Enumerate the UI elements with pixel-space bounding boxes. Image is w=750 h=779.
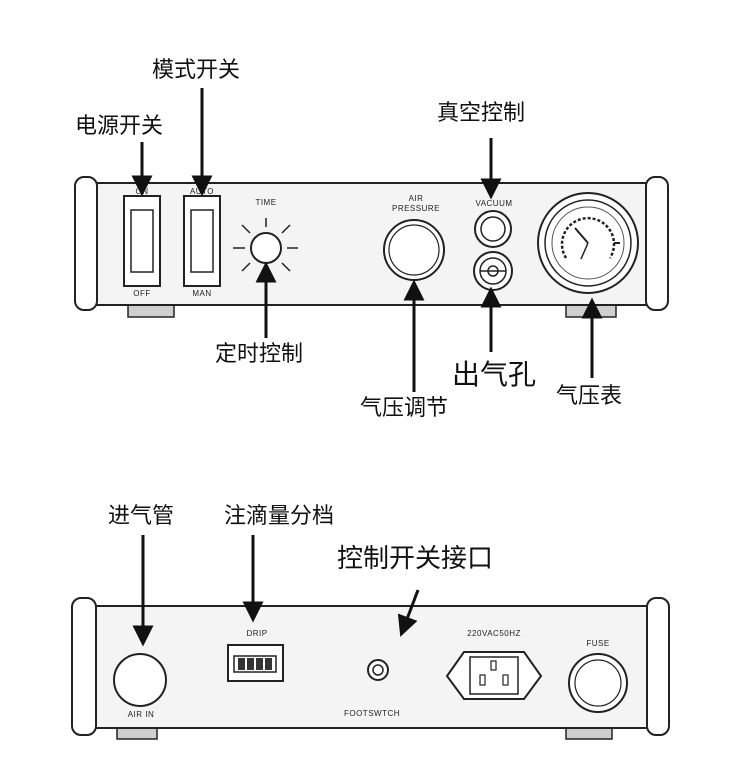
front-arrows (131, 88, 603, 392)
power-switch-annotation: 电源开关 (75, 114, 164, 139)
air-outlet-annotation: 出气孔 (452, 358, 537, 391)
footswitch-label: FOOTSWTCH (344, 709, 400, 718)
pressure-gauge-annotation: 气压表 (556, 384, 623, 409)
vacuum-knob[interactable] (474, 210, 512, 248)
drip-label: DRIP (246, 629, 267, 638)
air-pressure-annotation: 气压调节 (360, 396, 449, 421)
air-outlet-port[interactable] (473, 251, 513, 291)
control-port-annotation: 控制开关接口 (337, 544, 494, 574)
rear-arrows (132, 535, 420, 647)
mode-switch[interactable] (183, 195, 221, 287)
power-socket[interactable] (445, 651, 543, 700)
footswitch-jack[interactable] (367, 659, 389, 681)
air-label: AIR (409, 194, 424, 203)
timer-control-annotation: 定时控制 (215, 342, 304, 367)
drip-dip-switch[interactable] (227, 644, 284, 682)
air-in-label: AIR IN (128, 710, 155, 719)
mode-man-label: MAN (192, 289, 211, 298)
drip-setting-annotation: 注滴量分档 (224, 504, 335, 529)
vacuum-label: VACUUM (475, 199, 512, 208)
timer-rays-icon (233, 218, 298, 272)
power-off-label: OFF (133, 289, 151, 298)
front-panel: ON OFF AUTO MAN TIME AIR PRESSURE (74, 176, 669, 318)
mode-auto-label: AUTO (190, 187, 214, 196)
front-right-endcap (645, 176, 669, 311)
power-switch[interactable] (123, 195, 161, 287)
fuse-holder[interactable] (568, 653, 628, 713)
power-on-label: ON (136, 187, 149, 196)
voltage-label: 220VAC50HZ (467, 629, 521, 638)
air-in-port[interactable] (113, 653, 167, 707)
timer-knob[interactable] (250, 232, 282, 264)
pressure-gauge (537, 192, 639, 294)
air-inlet-annotation: 进气管 (108, 504, 175, 529)
rear-left-endcap (71, 597, 97, 736)
front-left-endcap (74, 176, 98, 311)
vacuum-control-annotation: 真空控制 (437, 101, 526, 126)
rear-panel: AIR IN DRIP FOOTSWTCH 220VAC50HZ FUSE (71, 597, 670, 740)
time-label: TIME (255, 198, 276, 207)
rear-right-endcap (646, 597, 670, 736)
fuse-label: FUSE (586, 639, 609, 648)
pressure-label: PRESSURE (392, 204, 440, 213)
mode-switch-annotation: 模式开关 (152, 58, 241, 83)
air-pressure-knob[interactable] (383, 219, 445, 281)
